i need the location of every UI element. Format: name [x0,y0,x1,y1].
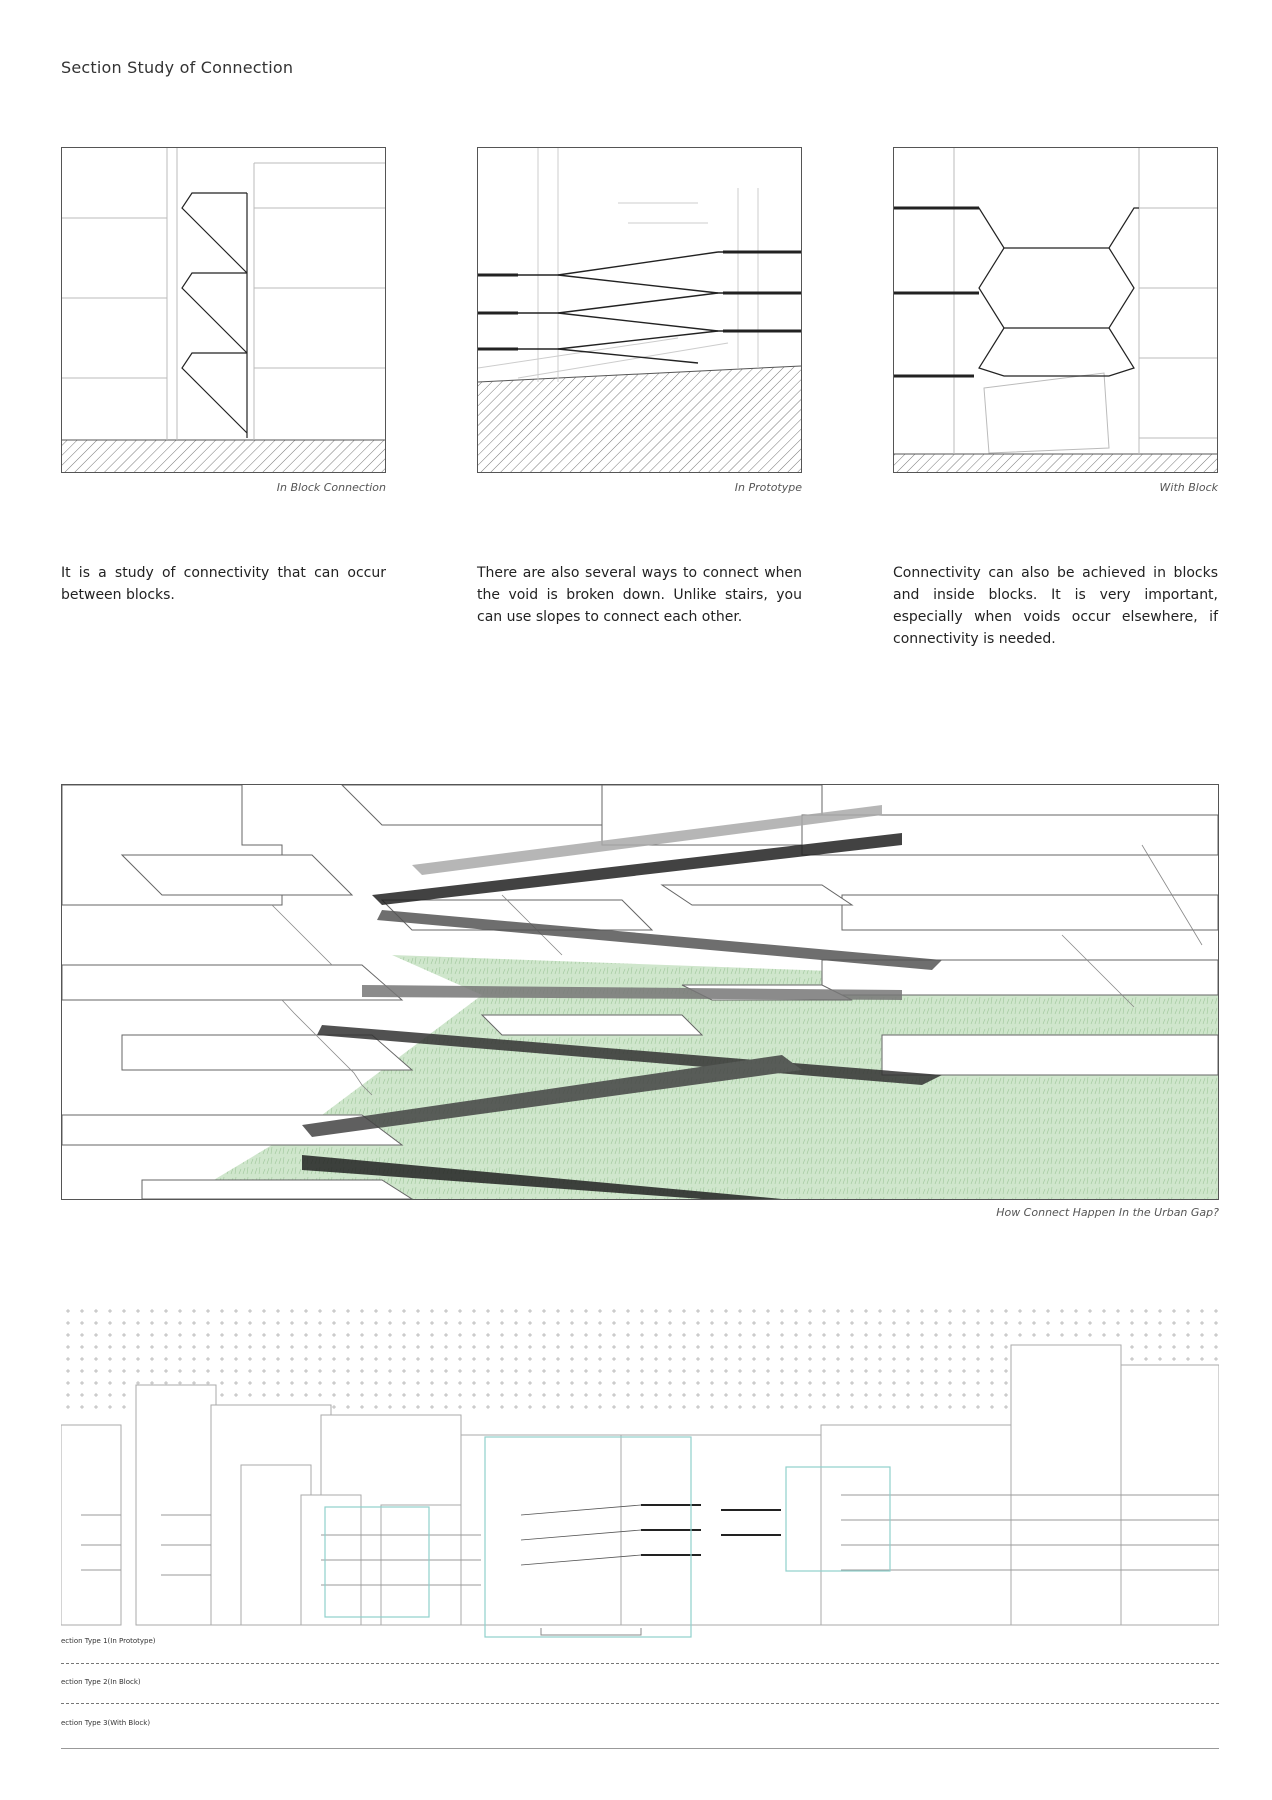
section-panel-in-prototype [477,147,802,473]
section-panel-in-block [61,147,386,473]
page-title: Section Study of Connection [61,58,294,77]
perspective-urban-gap [61,784,1219,1200]
perspective-caption: How Connect Happen In the Urban Gap? [996,1206,1219,1219]
panel-description-in-prototype: There are also several ways to connect w… [477,565,802,625]
panel-caption-in-prototype: In Prototype [734,481,802,494]
panel-caption-in-block: In Block Connection [276,481,386,494]
section-panel-with-block [893,147,1218,473]
panel-caption-with-block: With Block [1159,481,1218,494]
section-row-divider [61,1663,1219,1664]
section-row-label-2: ection Type 2(In Block) [61,1678,141,1686]
section-row-divider [61,1703,1219,1704]
urban-section-elevation [61,1305,1219,1650]
section-bottom-rule [61,1748,1219,1749]
section-row-label-1: ection Type 1(In Prototype) [61,1637,156,1645]
panel-description-in-block: It is a study of connectivity that can o… [61,565,386,603]
section-row-label-3: ection Type 3(With Block) [61,1719,151,1727]
panel-description-with-block: Connectivity can also be achieved in blo… [893,565,1218,647]
